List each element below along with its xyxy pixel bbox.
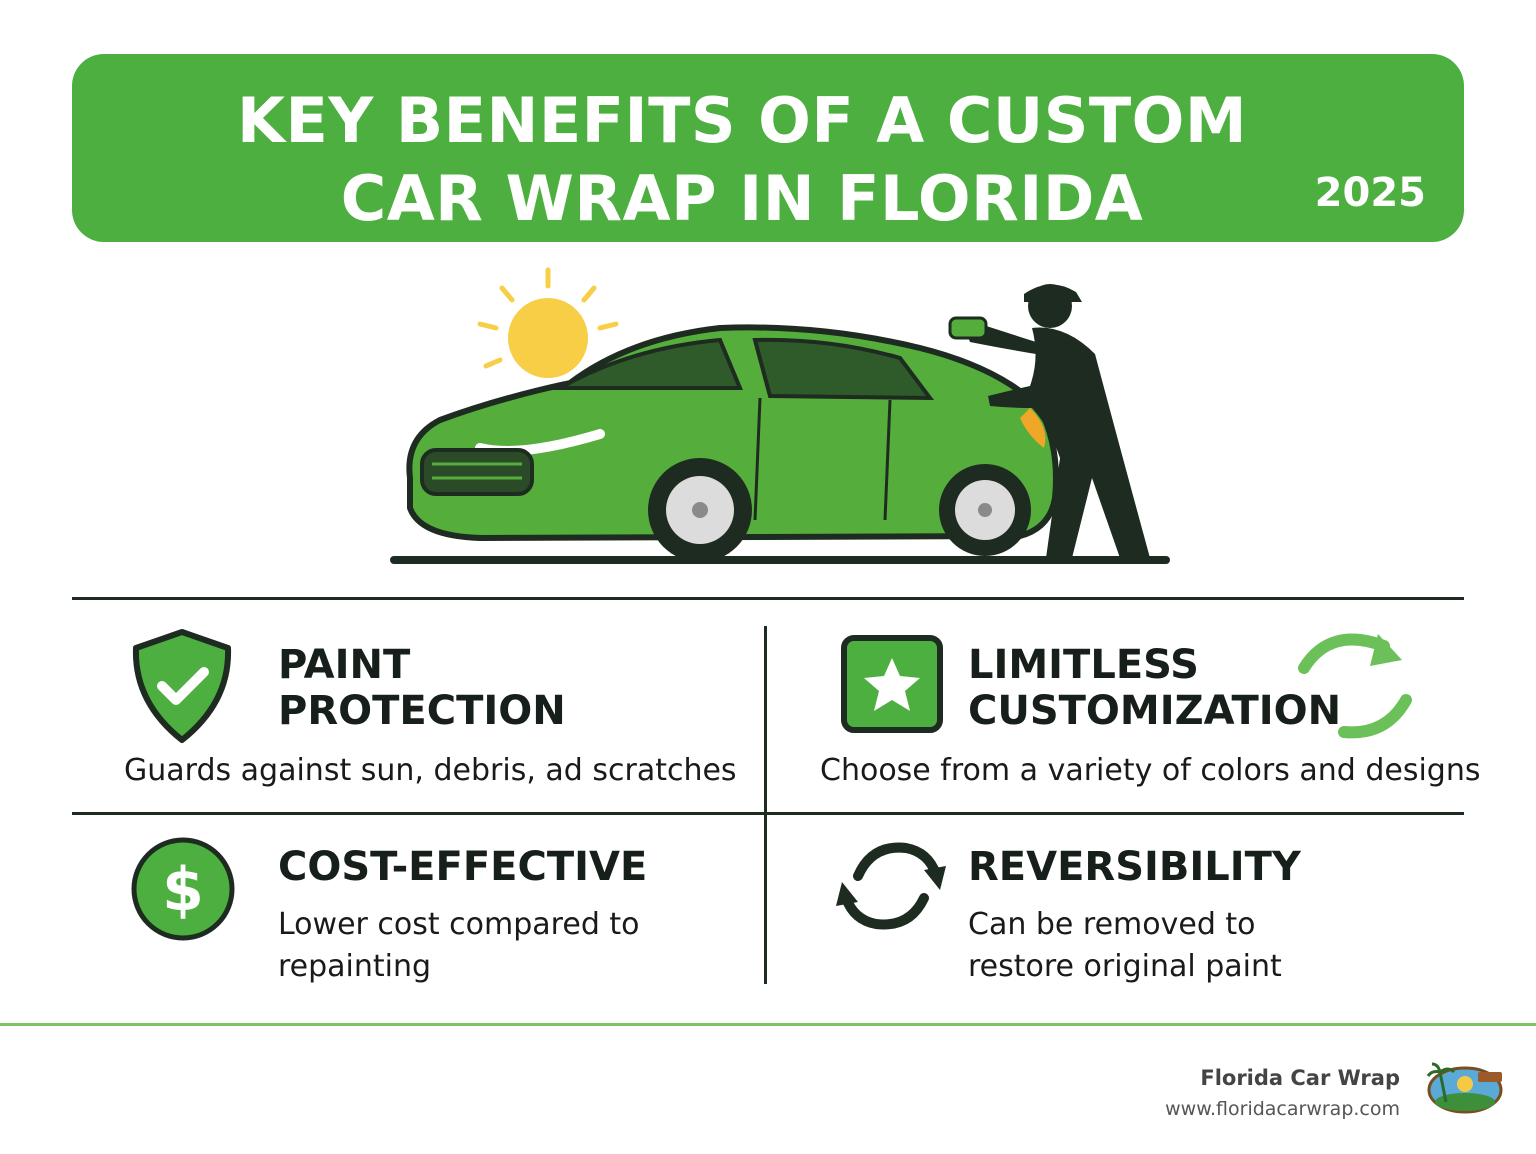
cycle-arrows-icon <box>1298 633 1412 739</box>
benefit-title-paint-protection: PAINT PROTECTION <box>278 642 566 734</box>
benefit-title-cost-effective: COST-EFFECTIVE <box>278 844 648 890</box>
hero-illustration <box>390 267 1170 564</box>
footer-url[interactable]: www.floridacarwrap.com <box>1165 1098 1400 1120</box>
refresh-icon <box>836 842 946 930</box>
footer-divider <box>0 1023 1536 1026</box>
footer-brand: Florida Car Wrap <box>1200 1066 1400 1090</box>
benefit-desc-paint-protection: Guards against sun, debris, ad scratches <box>124 753 737 788</box>
divider-top <box>72 597 1464 600</box>
benefit-title-limitless-customization: LIMITLESS CUSTOMIZATION <box>968 642 1342 734</box>
sun-icon <box>477 267 619 378</box>
year-badge: 2025 <box>1314 170 1426 216</box>
benefit-desc-cost-effective: Lower cost compared to repainting <box>278 907 640 984</box>
ground-shadow <box>390 556 1170 564</box>
dollar-icon: $ <box>131 837 235 941</box>
benefit-desc-reversibility: Can be removed to restore original paint <box>968 907 1282 984</box>
brand-logo-icon <box>1426 1062 1503 1114</box>
benefit-desc-limitless-customization: Choose from a variety of colors and desi… <box>820 753 1481 788</box>
benefit-title-reversibility: REVERSIBILITY <box>968 844 1301 890</box>
divider-middle <box>72 812 1464 815</box>
installer-figure-icon <box>948 284 1150 558</box>
page-title: KEY BENEFITS OF A CUSTOM CAR WRAP IN FLO… <box>236 84 1248 235</box>
star-icon <box>841 635 943 733</box>
car-icon <box>406 324 1059 562</box>
shield-check-icon <box>132 629 232 743</box>
svg-text:$: $ <box>162 855 204 925</box>
header-banner: KEY BENEFITS OF A CUSTOM CAR WRAP IN FLO… <box>72 54 1464 242</box>
divider-vertical <box>764 626 767 984</box>
